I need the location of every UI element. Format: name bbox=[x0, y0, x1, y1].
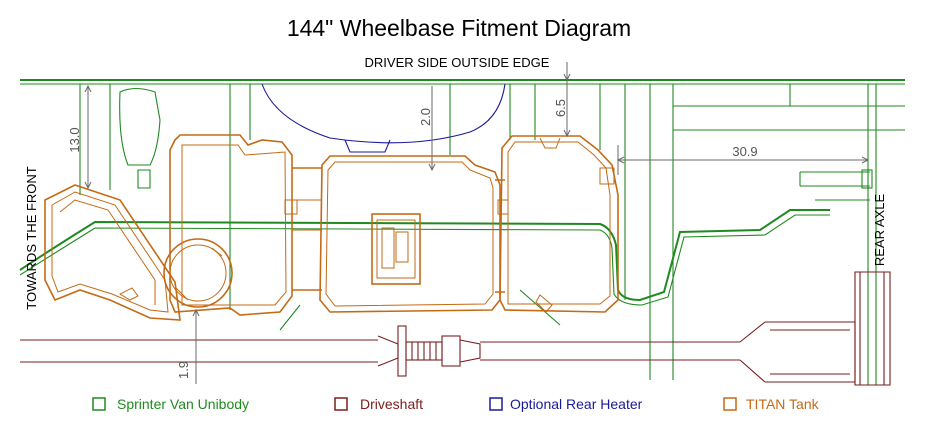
dimension-1-9: 1.9 bbox=[176, 361, 191, 379]
legend-item-heater: Optional Rear Heater bbox=[489, 396, 643, 412]
legend-label-titan: TITAN Tank bbox=[746, 396, 820, 412]
legend: Sprinter Van Unibody Driveshaft Optional… bbox=[92, 396, 820, 412]
legend-item-driveshaft: Driveshaft bbox=[334, 396, 423, 412]
dimension-13: 13.0 bbox=[67, 127, 82, 152]
rear-heater-outline bbox=[261, 83, 506, 144]
dimension-30-9: 30.9 bbox=[732, 144, 757, 159]
dimension-2: 2.0 bbox=[418, 108, 433, 126]
legend-label-driveshaft: Driveshaft bbox=[360, 396, 423, 412]
titan-tank bbox=[44, 134, 619, 321]
legend-swatch-red bbox=[334, 397, 348, 411]
legend-item-unibody: Sprinter Van Unibody bbox=[92, 396, 249, 412]
legend-swatch-orange bbox=[723, 397, 737, 411]
diagram-title: 144" Wheelbase Fitment Diagram bbox=[287, 15, 631, 41]
legend-swatch-blue bbox=[489, 397, 503, 411]
legend-item-titan: TITAN Tank bbox=[723, 396, 820, 412]
dimension-lines bbox=[84, 62, 870, 384]
unibody-outline bbox=[19, 79, 905, 385]
driver-side-label: DRIVER SIDE OUTSIDE EDGE bbox=[365, 55, 550, 70]
dimension-6-5: 6.5 bbox=[553, 99, 568, 117]
legend-swatch-green bbox=[92, 397, 106, 411]
legend-label-unibody: Sprinter Van Unibody bbox=[117, 396, 249, 412]
legend-label-heater: Optional Rear Heater bbox=[510, 396, 643, 412]
rear-axle-label: REAR AXLE bbox=[872, 194, 887, 267]
front-direction-label: TOWARDS THE FRONT bbox=[24, 166, 39, 310]
driveshaft bbox=[20, 271, 891, 386]
